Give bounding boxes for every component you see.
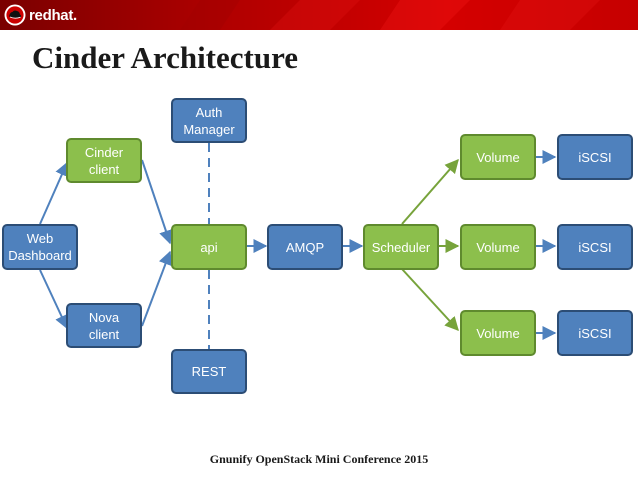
redhat-logo-text: redhat. bbox=[29, 6, 77, 24]
amqp-node: AMQP bbox=[267, 224, 343, 270]
cinder-client-node: Cinder client bbox=[66, 138, 142, 183]
slide-title: Cinder Architecture bbox=[32, 40, 299, 75]
dashboard-to-nova-client-arrow bbox=[39, 269, 69, 330]
iscsi-node-1: iSCSI bbox=[557, 134, 633, 180]
scheduler-node: Scheduler bbox=[363, 224, 439, 270]
scheduler-to-volume-1-arrow bbox=[401, 158, 459, 225]
auth-manager-node: Auth Manager bbox=[171, 98, 247, 143]
nova-client-to-api-arrow bbox=[141, 250, 173, 327]
banner-texture bbox=[180, 0, 600, 30]
redhat-logo[interactable]: redhat. bbox=[4, 3, 77, 27]
dashboard-to-cinder-client-arrow bbox=[39, 161, 69, 225]
top-banner: redhat. bbox=[0, 0, 638, 30]
nova-client-node: Nova client bbox=[66, 303, 142, 348]
scheduler-to-volume-3-arrow bbox=[401, 268, 459, 332]
volume-node-2: Volume bbox=[460, 224, 536, 270]
redhat-shadowman-icon bbox=[4, 4, 26, 26]
web-dashboard-node: Web Dashboard bbox=[2, 224, 78, 270]
rest-node: REST bbox=[171, 349, 247, 394]
api-node: api bbox=[171, 224, 247, 270]
iscsi-node-2: iSCSI bbox=[557, 224, 633, 270]
volume-node-1: Volume bbox=[460, 134, 536, 180]
iscsi-node-3: iSCSI bbox=[557, 310, 633, 356]
slide-footer: Gnunify OpenStack Mini Conference 2015 bbox=[209, 452, 429, 466]
volume-node-3: Volume bbox=[460, 310, 536, 356]
cinder-client-to-api-arrow bbox=[141, 159, 173, 245]
